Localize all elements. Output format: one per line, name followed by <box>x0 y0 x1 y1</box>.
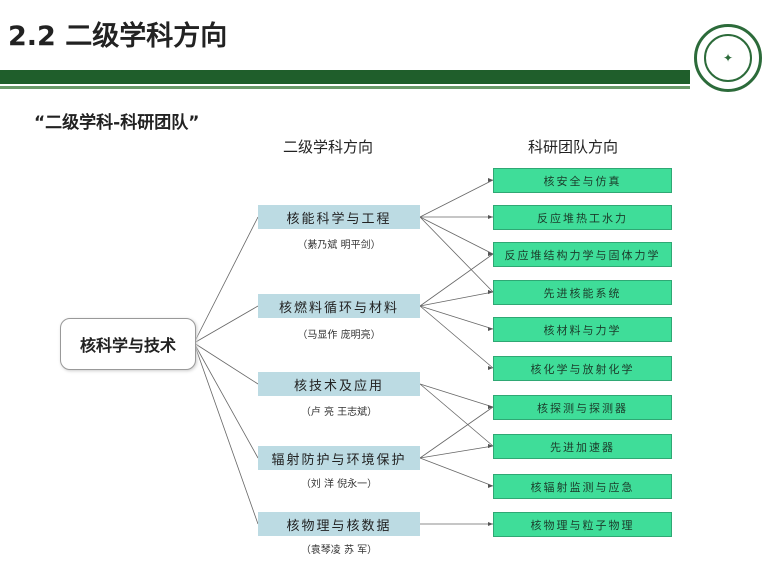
team-link <box>419 179 494 218</box>
header-bar <box>0 70 690 84</box>
team-link <box>419 383 494 408</box>
arrow-head <box>488 522 493 526</box>
root-link <box>193 342 259 385</box>
team-box: 反应堆热工水力 <box>493 205 672 230</box>
team-box: 先进核能系统 <box>493 280 672 305</box>
arrow-head <box>488 252 493 256</box>
discipline-box: 核物理与核数据 <box>258 512 420 536</box>
arrow-head <box>488 290 493 294</box>
arrow-head <box>488 327 493 331</box>
slide-title: 2.2 二级学科方向 <box>8 21 228 52</box>
team-link <box>419 253 494 307</box>
discipline-leaders: （綦乃斌 明平剑） <box>297 240 381 251</box>
team-link <box>419 216 494 293</box>
discipline-box: 辐射防护与环境保护 <box>258 446 420 470</box>
disciplines-header: 二级学科方向 <box>283 138 374 156</box>
subtitle: “二级学科-科研团队” <box>34 113 200 133</box>
team-box: 先进加速器 <box>493 434 672 459</box>
root-link <box>193 305 259 344</box>
team-box: 核安全与仿真 <box>493 168 672 193</box>
header-divider <box>0 86 690 89</box>
team-link <box>419 383 494 447</box>
discipline-box: 核燃料循环与材料 <box>258 294 420 318</box>
root-discipline: 核科学与技术 <box>60 318 196 370</box>
discipline-leaders: （马显作 庞明亮） <box>297 330 381 341</box>
team-link <box>419 291 494 307</box>
team-link <box>419 305 494 369</box>
arrow-head <box>488 178 493 182</box>
arrow-head <box>488 215 493 219</box>
arrow-head <box>488 444 493 448</box>
discipline-leaders: （卢 亮 王志斌） <box>300 407 378 418</box>
team-box: 反应堆结构力学与固体力学 <box>493 242 672 267</box>
teams-header: 科研团队方向 <box>528 138 619 156</box>
arrow-head <box>488 484 493 488</box>
team-link <box>419 457 494 487</box>
team-box: 核物理与粒子物理 <box>493 512 672 537</box>
root-link <box>193 216 259 344</box>
discipline-box: 核技术及应用 <box>258 372 420 396</box>
team-link <box>419 445 494 459</box>
team-link <box>419 305 494 330</box>
team-box: 核探测与探测器 <box>493 395 672 420</box>
team-link <box>419 216 494 255</box>
root-link <box>193 342 259 459</box>
discipline-leaders: （刘 洋 倪永一） <box>300 479 378 490</box>
root-link <box>193 342 259 525</box>
team-box: 核辐射监测与应急 <box>493 474 672 499</box>
team-link <box>419 406 494 459</box>
team-box: 核材料与力学 <box>493 317 672 342</box>
team-box: 核化学与放射化学 <box>493 356 672 381</box>
arrow-head <box>488 366 493 370</box>
discipline-box: 核能科学与工程 <box>258 205 420 229</box>
discipline-leaders: （袁琴凌 苏 军） <box>300 545 378 556</box>
university-logo: ✦ <box>694 24 762 92</box>
arrow-head <box>488 405 493 409</box>
